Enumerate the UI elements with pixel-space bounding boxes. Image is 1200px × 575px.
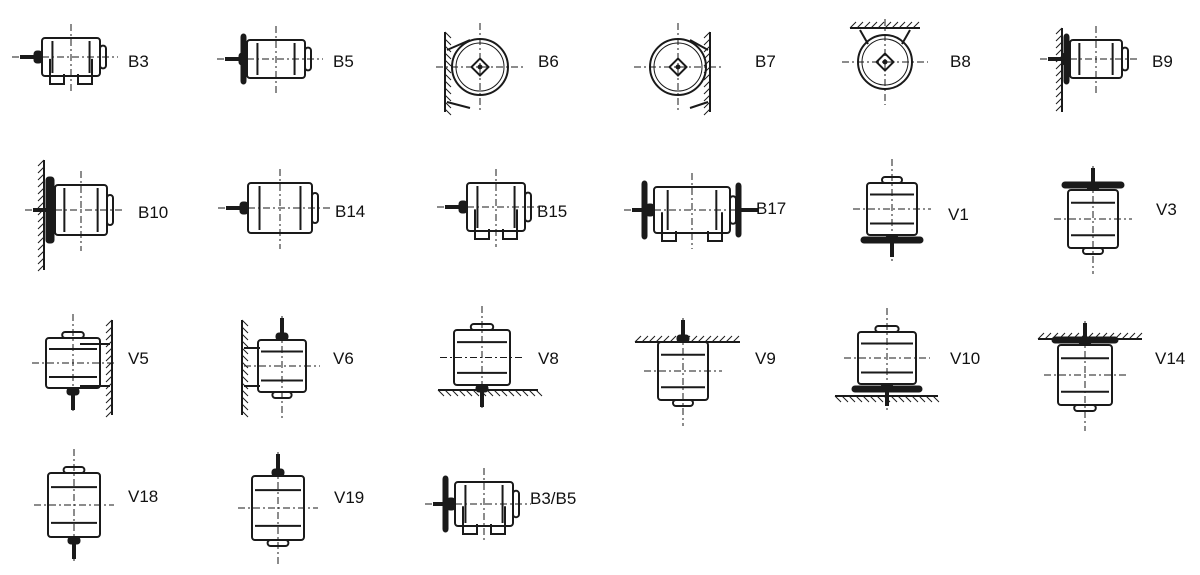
motor-vertical-shaft-down-figure: [853, 159, 931, 261]
mounting-v14: V14: [1030, 305, 1198, 431]
mounting-b7: B7: [630, 20, 820, 120]
motor-face-flange-figure: [218, 169, 330, 249]
mounting-b14: B14: [218, 155, 400, 275]
wall: [37, 159, 45, 272]
mounting-v19: V19: [228, 450, 388, 566]
mounting-b10: B10: [10, 155, 200, 275]
ceiling: [849, 21, 920, 29]
mounting-b3: B3: [10, 20, 200, 120]
mounting-v3: V3: [1040, 145, 1190, 274]
foot: [244, 347, 260, 387]
mounting-label: V10: [950, 349, 981, 368]
mounting-label: V14: [1155, 349, 1186, 368]
foot: [502, 209, 518, 240]
motor-horizontal-flange-figure: [217, 26, 323, 94]
mounting-label: B17: [756, 199, 787, 218]
mounting-b6: B6: [425, 20, 615, 120]
foot: [689, 39, 709, 109]
foot: [707, 212, 723, 242]
flange: [442, 475, 449, 533]
motor-end-view-wall-left-figure: [436, 23, 524, 116]
mounting-label: B10: [138, 203, 169, 222]
mounting-label: V18: [128, 487, 159, 506]
foot: [49, 58, 65, 85]
mounting-v10: V10: [830, 308, 1000, 430]
mounting-v5: V5: [20, 310, 180, 425]
foot: [474, 209, 490, 240]
motor-vertical-ceiling-flange-large-figure: [1037, 321, 1143, 431]
motor-vertical-wall-foot-up-figure: [241, 316, 320, 418]
mounting-b8: B8: [838, 19, 1028, 120]
shaft-end: [470, 57, 490, 77]
motor-vertical-floor-flange-large-figure: [834, 308, 940, 410]
motor-wall-flange-figure: [1040, 26, 1140, 112]
mounting-label: B5: [333, 52, 354, 71]
mounting-label: B9: [1152, 52, 1173, 71]
mounting-label: B15: [537, 202, 568, 221]
motor-horizontal-foot-figure: [437, 169, 543, 247]
floor: [437, 389, 543, 397]
flange: [45, 176, 55, 244]
end-cap: [1073, 404, 1097, 412]
motor-wall-flange-large-figure: [25, 159, 125, 272]
foot: [661, 212, 677, 242]
mounting-v8: V8: [430, 300, 600, 435]
flange: [641, 180, 648, 240]
motor-end-view-ceiling-figure: [842, 19, 928, 105]
mounting-label: V5: [128, 349, 149, 368]
mounting-label: V8: [538, 349, 559, 368]
motor-double-flange-figure: [624, 173, 758, 249]
motor-horizontal-foot-figure: [12, 24, 118, 92]
mounting-label: B3: [128, 52, 149, 71]
mounting-label: V1: [948, 205, 969, 224]
mounting-b3b5: B3/B5: [410, 460, 610, 560]
motor-vertical-shaft-up-figure: [1054, 166, 1132, 274]
floor: [834, 395, 940, 403]
foot: [80, 343, 110, 387]
mounting-v9: V9: [630, 300, 800, 426]
foot: [462, 506, 478, 535]
motor-vertical-face-up-figure: [238, 452, 318, 566]
mounting-b9: B9: [1020, 20, 1198, 120]
mounting-label: V3: [1156, 200, 1177, 219]
wall: [241, 319, 249, 418]
motor-vertical-face-down-figure: [34, 449, 114, 563]
flange: [1063, 33, 1070, 85]
shaft-end: [668, 57, 688, 77]
shaft-end: [875, 52, 895, 72]
mounting-label: B3/B5: [530, 489, 577, 508]
motor-foot-and-flange-figure: [425, 468, 531, 542]
mounting-label: V19: [334, 488, 365, 507]
motor-vertical-wall-foot-figure: [32, 314, 114, 418]
foot: [490, 506, 506, 535]
wall: [105, 319, 113, 418]
wall: [1055, 27, 1063, 112]
wall: [444, 31, 452, 116]
motor-vertical-ceiling-flange-figure: [634, 318, 740, 426]
foot: [77, 58, 93, 85]
mounting-label: B7: [755, 52, 776, 71]
mounting-b17: B17: [612, 155, 802, 275]
mounting-label: B6: [538, 52, 559, 71]
mounting-v1: V1: [845, 155, 995, 275]
mounting-b5: B5: [205, 20, 395, 120]
mounting-b15: B15: [425, 155, 615, 275]
mounting-label: B14: [335, 202, 366, 221]
mounting-label: V6: [333, 349, 354, 368]
mounting-label: B8: [950, 52, 971, 71]
mounting-v6: V6: [228, 310, 388, 425]
mounting-label: V9: [755, 349, 776, 368]
motor-end-view-wall-right-figure: [634, 23, 722, 116]
motor-vertical-floor-flange-figure: [437, 306, 543, 411]
mounting-v18: V18: [20, 449, 180, 570]
